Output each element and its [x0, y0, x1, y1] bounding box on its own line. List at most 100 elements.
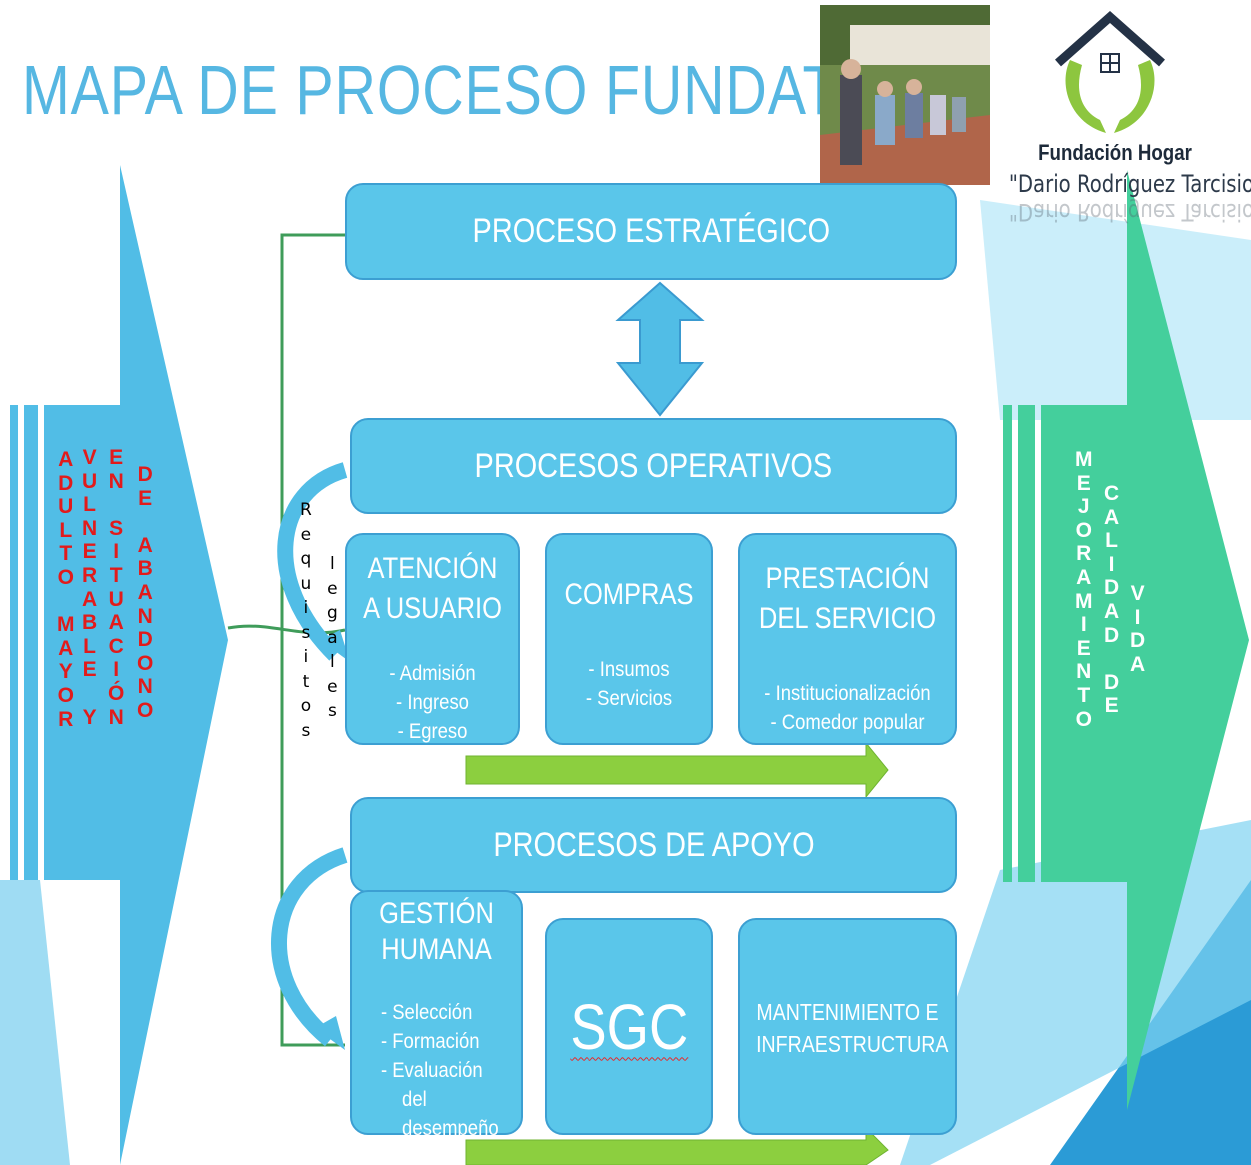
output-text-letter: T: [1077, 683, 1091, 707]
output-text-letter: C: [1104, 482, 1120, 505]
gestion-item-seleccion: - Selección: [380, 1001, 473, 1024]
input-text-letter: T: [59, 542, 73, 566]
gestion-item-del: del: [402, 1088, 427, 1111]
output-text-letter: D: [1104, 623, 1120, 647]
input-text-letter: L: [59, 518, 73, 542]
requisitos-letter: u: [300, 573, 312, 594]
proceso-estrategico-box[interactable]: PROCESO ESTRATÉGICO: [345, 183, 957, 280]
input-text-letter: N: [108, 469, 124, 493]
flow-arrow-operativos: [465, 741, 889, 799]
output-text-letter: D: [1130, 629, 1146, 653]
output-arrow: [1041, 170, 1249, 1110]
prestacion-item-comedor: - Comedor popular: [770, 711, 925, 734]
input-text-letter: D: [137, 463, 153, 486]
output-text-letter: A: [1130, 652, 1146, 676]
prestacion-title-1: PRESTACIÓN: [765, 562, 930, 595]
right-hand-icon: [1114, 60, 1155, 133]
input-text-letter: I: [113, 658, 120, 682]
compras-box[interactable]: COMPRAS - Insumos - Servicios: [545, 533, 713, 745]
input-text-letter: D: [137, 628, 153, 652]
output-text-letter: R: [1076, 542, 1092, 566]
compras-item-servicios: - Servicios: [585, 687, 673, 710]
curved-arrow-apoyo: [271, 847, 348, 1047]
output-text-letter: A: [1076, 565, 1092, 589]
gestion-item-desempeno: desempeño: [402, 1117, 499, 1140]
requisitos-letter: s: [327, 701, 337, 721]
input-text-letter: U: [108, 587, 124, 611]
requisitos-letter: R: [300, 500, 312, 520]
prestacion-servicio-box[interactable]: PRESTACIÓN DEL SERVICIO - Institucionali…: [738, 533, 957, 745]
atencion-usuario-box[interactable]: ATENCIÓN A USUARIO - Admisión - Ingreso …: [345, 533, 520, 745]
output-text-letter: M: [1075, 448, 1093, 471]
atencion-item-admision: - Admisión: [389, 662, 476, 685]
procesos-operativos-label: PROCESOS OPERATIVOS: [474, 446, 833, 485]
atencion-usuario-title-1: ATENCIÓN: [367, 552, 498, 585]
input-text-letter: C: [108, 634, 124, 658]
gestion-item-evaluacion: - Evaluación: [380, 1059, 483, 1082]
requisitos-letter: o: [300, 696, 312, 716]
output-bar-2: [1018, 405, 1035, 882]
requisitos-letter: e: [327, 578, 338, 599]
compras-item-insumos: - Insumos: [588, 658, 670, 681]
input-text-letter: A: [137, 580, 153, 604]
prestacion-item-institucionalizacion: - Institucionalización: [764, 682, 931, 705]
requisitos-letter: s: [301, 720, 311, 741]
output-text-letter: A: [1104, 505, 1120, 529]
input-text-letter: O: [57, 683, 74, 707]
input-text-letter: B: [137, 557, 153, 581]
input-text-letter: Y: [82, 705, 97, 729]
input-text-letter: N: [137, 675, 153, 699]
input-text-letter: E: [109, 446, 124, 469]
input-bar-2: [24, 405, 38, 880]
requisitos-letter: t: [302, 671, 310, 692]
output-text-letter: E: [1076, 636, 1091, 660]
input-text-letter: Ó: [108, 681, 125, 705]
input-text-letter: V: [82, 446, 97, 469]
output-text-letter: I: [1134, 605, 1141, 629]
decor-triangle-bl: [0, 880, 70, 1165]
input-text-letter: T: [109, 563, 123, 587]
requisitos-letter: s: [301, 622, 311, 643]
output-text-letter: O: [1075, 707, 1092, 731]
input-text-letter: O: [137, 698, 154, 722]
compras-title: COMPRAS: [564, 578, 694, 611]
output-text-letter: D: [1104, 670, 1120, 694]
input-text-letter: E: [82, 540, 97, 564]
output-text-letter: E: [1076, 471, 1091, 495]
input-text-letter: A: [58, 448, 74, 471]
input-text-letter: [63, 590, 69, 614]
input-bar-1: [10, 405, 18, 880]
gestion-humana-box[interactable]: GESTIÓN HUMANA - Selección - Formación -…: [350, 890, 523, 1140]
curved-arrow-head-1: [320, 630, 350, 662]
input-text-letter: [113, 493, 119, 517]
output-text-letter: [1109, 647, 1115, 671]
mantenimiento-title-1: MANTENIMIENTO E: [756, 999, 939, 1025]
output-text-letter: L: [1105, 529, 1118, 553]
input-text-letter: S: [109, 516, 124, 540]
atencion-item-egreso: - Egreso: [397, 720, 468, 743]
output-text-letter: V: [1130, 582, 1145, 605]
mantenimiento-box[interactable]: MANTENIMIENTO E INFRAESTRUCTURA: [738, 918, 957, 1135]
procesos-operativos-box[interactable]: PROCESOS OPERATIVOS: [350, 418, 957, 514]
requisitos-letter: a: [327, 627, 338, 648]
procesos-apoyo-box[interactable]: PROCESOS DE APOYO: [350, 797, 957, 893]
bracket-line: [280, 233, 345, 1047]
requisitos-letter: i: [303, 647, 309, 667]
input-text-letter: A: [137, 533, 153, 557]
logo-reflection: "Dario Rodríguez Tarcisio": [1008, 198, 1251, 226]
page-title: MAPA DE PROCESO FUNDATAR: [22, 51, 916, 129]
gestion-item-formacion: - Formación: [380, 1030, 480, 1053]
input-text-letter: U: [82, 469, 98, 493]
double-arrow: [615, 281, 705, 417]
output-text-letter: A: [1104, 599, 1120, 623]
curved-arrow-head-2: [315, 1016, 345, 1050]
input-text-letter: N: [82, 516, 98, 540]
sgc-box[interactable]: SGC: [545, 918, 713, 1135]
input-text-letter: A: [82, 587, 98, 611]
input-text-letter: R: [58, 707, 74, 731]
